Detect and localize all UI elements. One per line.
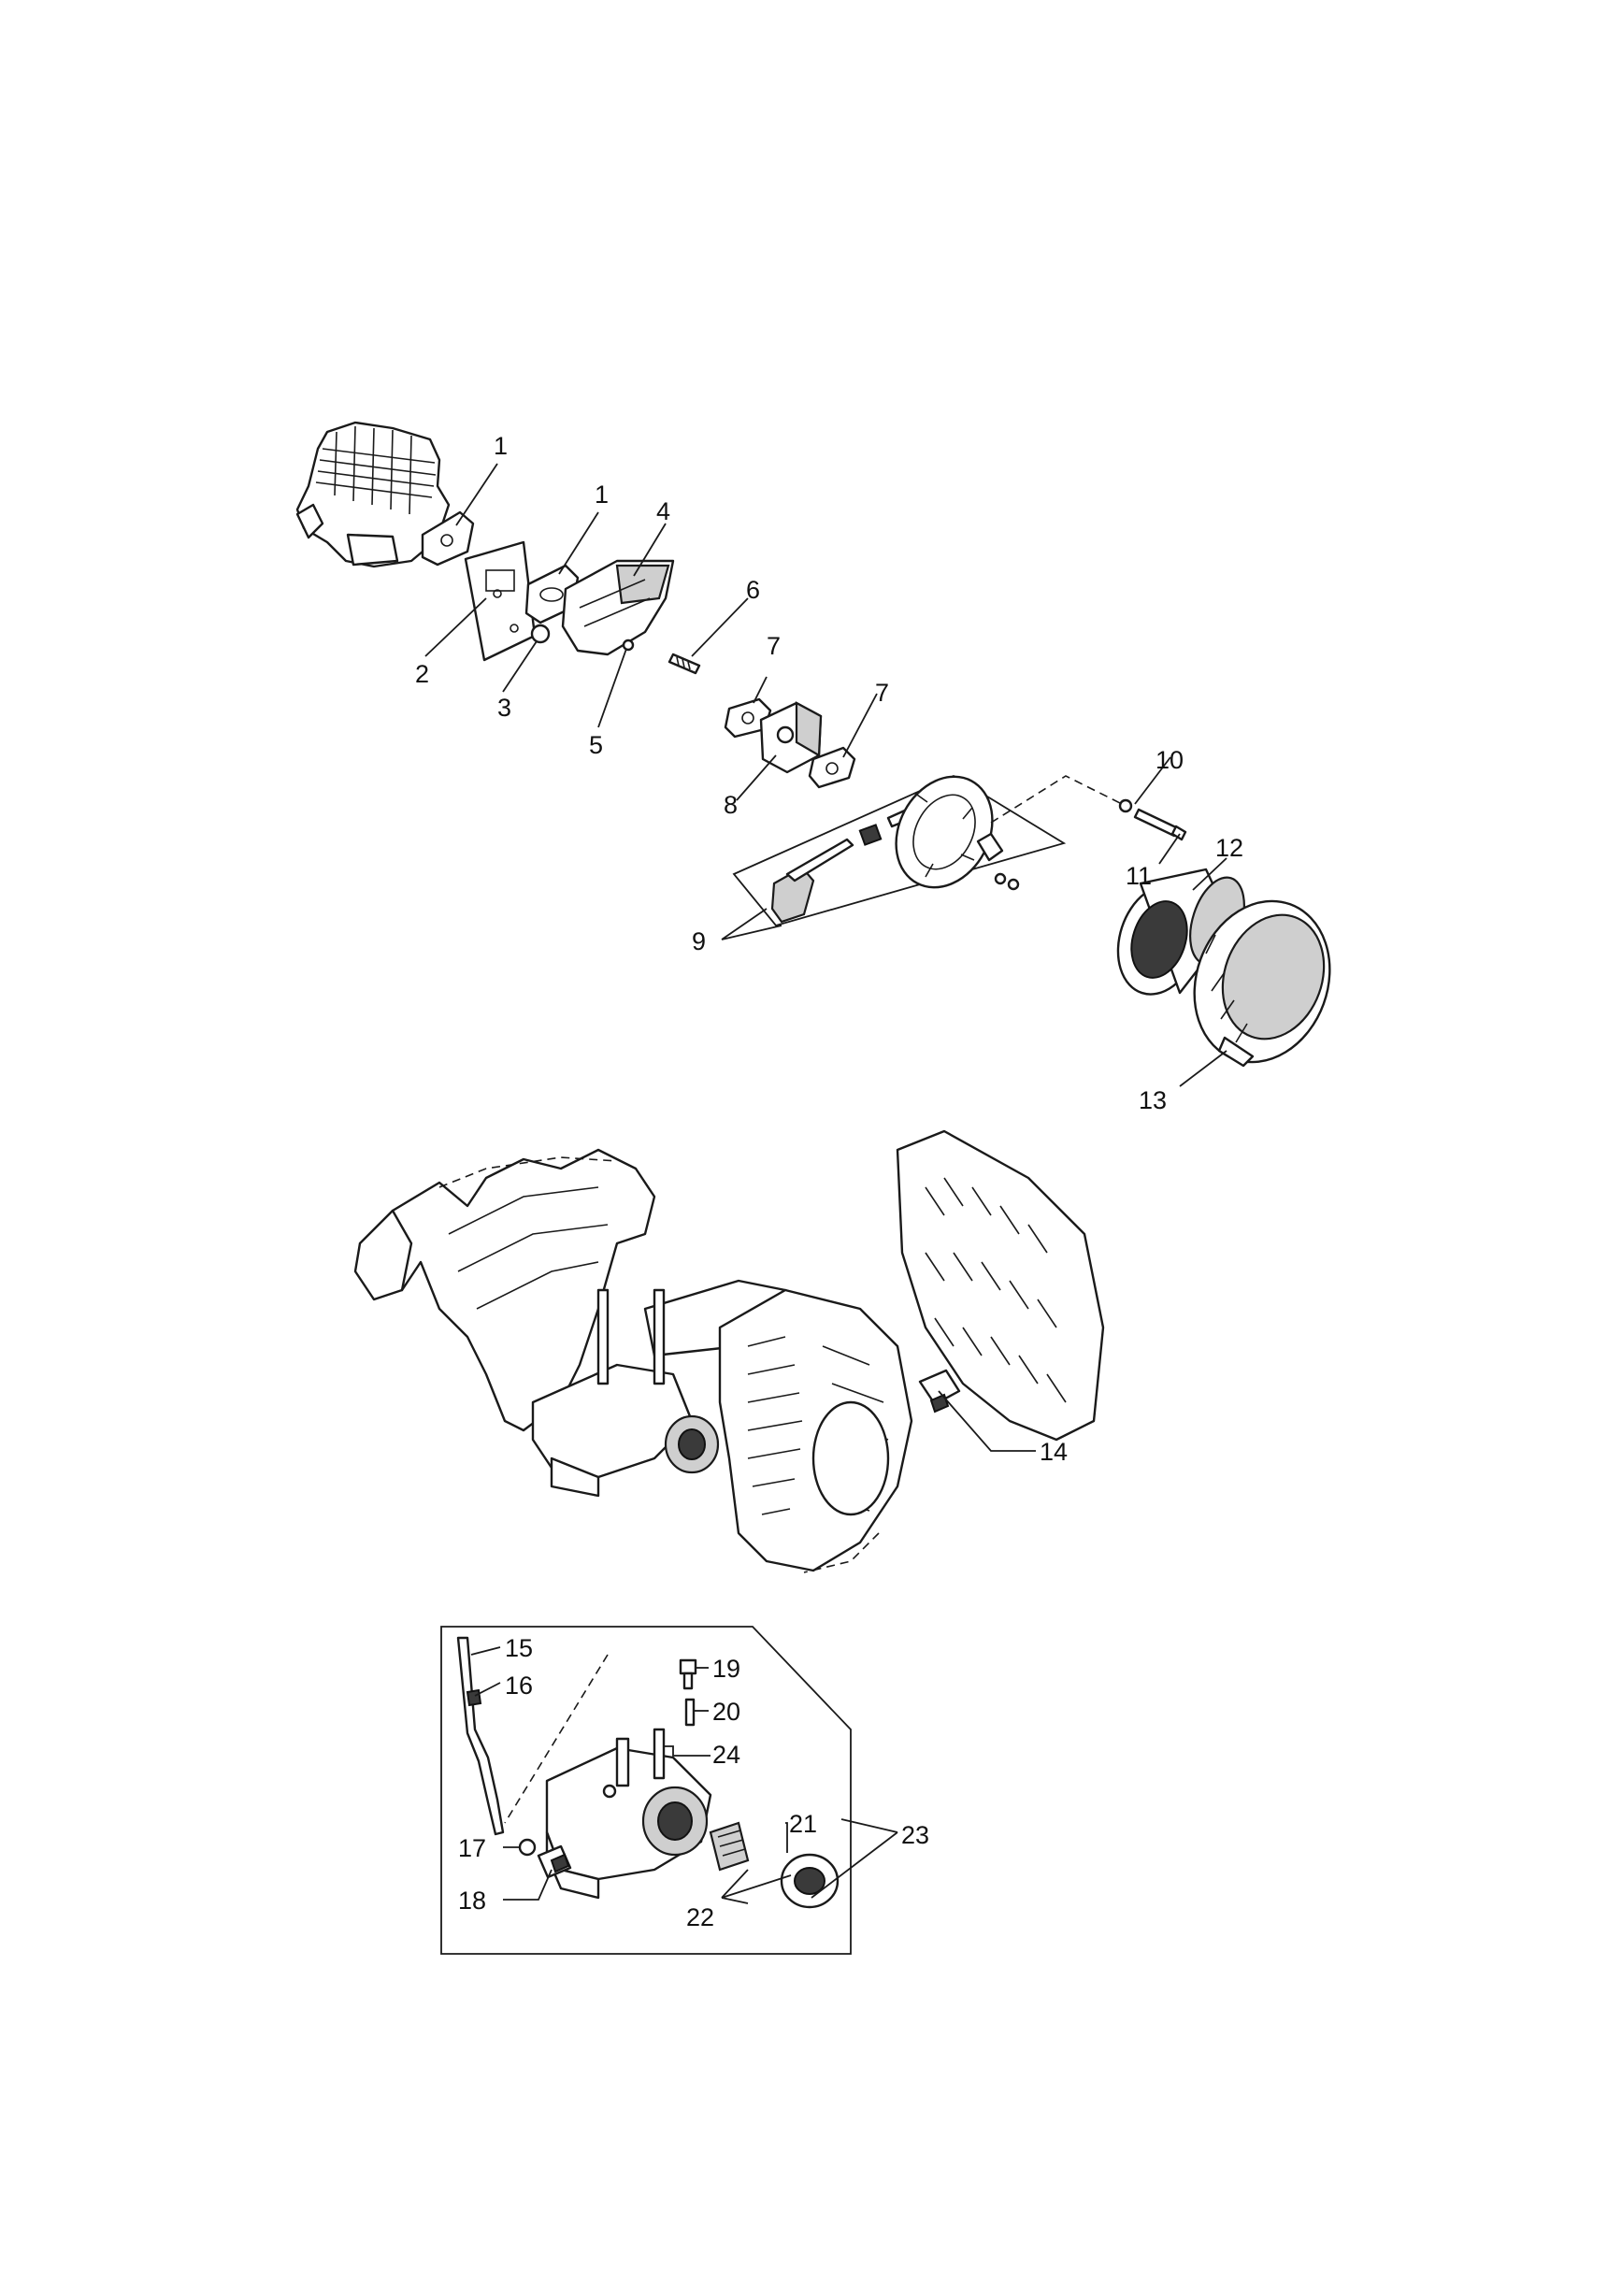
callout-11: 11 (1126, 862, 1152, 890)
callout-24: 24 (712, 1741, 740, 1769)
callout-6: 6 (746, 576, 760, 604)
plug-18 (537, 1844, 572, 1879)
screw-19 (679, 1658, 697, 1690)
nut-17 (518, 1838, 537, 1857)
callout-7b: 7 (875, 679, 889, 707)
ring-3 (530, 624, 551, 644)
callout-7a: 7 (767, 632, 781, 660)
callout-4: 4 (656, 497, 670, 525)
callout-3: 3 (497, 694, 511, 722)
pin-20 (684, 1698, 696, 1727)
callout-9: 9 (692, 927, 706, 955)
gasket-1a (421, 510, 475, 567)
choke-kit-frame-9 (732, 774, 1067, 927)
carburettor-8 (759, 701, 823, 774)
callout-17: 17 (458, 1834, 486, 1862)
end-cap-22 (780, 1853, 840, 1909)
callout-14: 14 (1040, 1438, 1068, 1466)
air-filter-12 (1116, 868, 1245, 996)
callout-1b: 1 (595, 481, 609, 509)
spark-plug-14 (918, 1369, 961, 1413)
muffler-kit-frame-23 (440, 1626, 852, 1955)
callout-15: 15 (505, 1634, 533, 1662)
muffler-assembly (531, 1288, 720, 1498)
washer-10 (1118, 798, 1133, 813)
callout-8: 8 (724, 791, 738, 819)
dash-guide-muffler (504, 1654, 609, 1824)
intake-manifold-4 (561, 559, 675, 656)
bolt-11 (1133, 808, 1187, 841)
callout-18: 18 (458, 1887, 486, 1915)
dash-guide-9 (990, 775, 1123, 824)
callout-22: 22 (686, 1903, 714, 1931)
callout-1a: 1 (494, 432, 508, 460)
leader-lines (424, 463, 1227, 1904)
fuel-line-15-16 (456, 1636, 505, 1836)
insulator-plate-2 (464, 540, 537, 662)
callout-19: 19 (712, 1655, 740, 1683)
callout-5: 5 (589, 731, 603, 759)
callout-23: 23 (901, 1821, 929, 1849)
spark-arrestor-21 (709, 1821, 750, 1872)
frame-housing-left (353, 1148, 656, 1432)
washer-5 (622, 639, 635, 652)
callout-10: 10 (1155, 746, 1184, 774)
muffler-body (545, 1728, 712, 1900)
choke-kit-9 (770, 775, 1020, 924)
fan-housing (718, 1288, 913, 1573)
callout-16: 16 (505, 1672, 533, 1700)
rear-cover-plate (896, 1129, 1105, 1442)
callout-21: 21 (789, 1810, 817, 1838)
callout-2: 2 (415, 660, 429, 688)
callout-13: 13 (1139, 1086, 1167, 1114)
carb-gasket-7b (808, 746, 856, 789)
callout-20: 20 (712, 1698, 740, 1726)
air-filter-cover-13 (1193, 899, 1331, 1068)
bolt-6 (667, 653, 701, 675)
callout-12: 12 (1215, 834, 1243, 862)
